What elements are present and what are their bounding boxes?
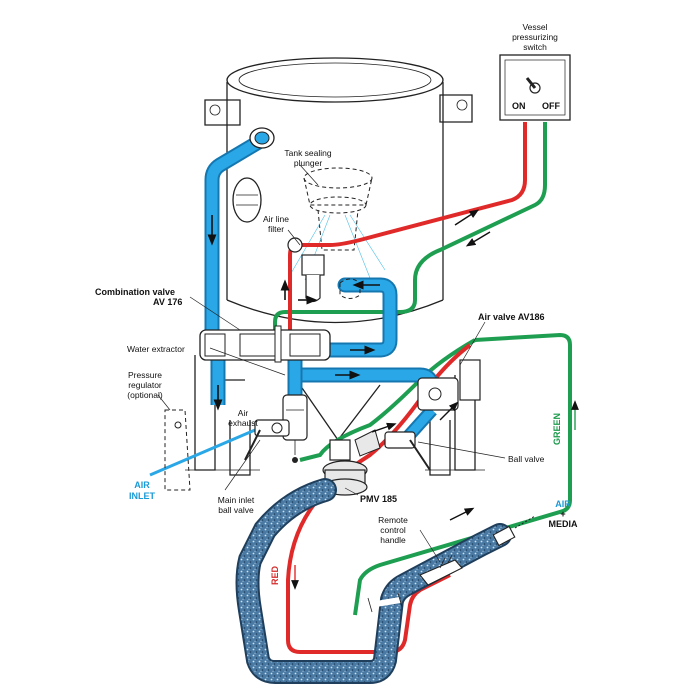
vessel-body (185, 57, 485, 476)
nozzle-icon (492, 515, 536, 547)
air-line-filter (287, 237, 361, 303)
vessel-switch-label-2: pressurizing (512, 32, 558, 42)
plunger-label-1: Tank sealing (284, 148, 332, 158)
main-inlet-ball-valve (244, 419, 290, 461)
main-inlet-label-1: Main inlet (218, 495, 255, 505)
vessel-switch-label-3: switch (523, 42, 547, 52)
air-media-label-1: AIR (555, 499, 571, 509)
switch-off-label: OFF (542, 101, 560, 111)
air-exhaust-label-2: exhaust (228, 418, 258, 428)
top-port (249, 127, 275, 149)
toggle-switch-icon (525, 77, 541, 94)
flow-arrow-icon (207, 209, 579, 590)
air-valve-av186 (417, 359, 481, 411)
air-inlet-label-2: INLET (129, 491, 156, 501)
pmv-label: PMV 185 (360, 494, 397, 504)
air-exhaust-label-1: Air (238, 408, 249, 418)
combination-valve-label-2: AV 176 (153, 297, 182, 307)
pressure-regulator-label-1: Pressure (128, 370, 162, 380)
green-line-label: GREEN (552, 413, 562, 445)
air-valve-label: Air valve AV186 (478, 312, 545, 322)
ball-valve (384, 431, 431, 471)
red-line-label: RED (270, 565, 280, 585)
plunger-label-2: plunger (294, 158, 323, 168)
air-media-label-3: MEDIA (549, 519, 579, 529)
pressure-regulator-label-2: regulator (128, 380, 162, 390)
main-inlet-label-2: ball valve (218, 505, 254, 515)
combination-valve-label-1: Combination valve (95, 287, 175, 297)
air-media-label-2: + (560, 509, 565, 519)
water-extractor-label: Water extractor (127, 344, 185, 354)
remote-handle-label-2: control (380, 525, 406, 535)
combination-valve (199, 325, 331, 363)
switch-on-label: ON (512, 101, 526, 111)
vessel-switch-label-1: Vessel (522, 22, 547, 32)
filter-label-2: filter (268, 224, 284, 234)
pressure-regulator-label-3: (optional) (127, 390, 163, 400)
ball-valve-label: Ball valve (508, 454, 545, 464)
remote-handle-label-3: handle (380, 535, 406, 545)
remote-handle-label-1: Remote (378, 515, 408, 525)
blast-hose (235, 478, 512, 684)
vessel-pressurizing-switch (499, 54, 571, 121)
filter-label-1: Air line (263, 214, 289, 224)
remote-control-handle (419, 554, 463, 586)
air-inlet-label-1: AIR (134, 480, 150, 490)
pressure-regulator (164, 409, 191, 491)
leader-lines (157, 164, 506, 563)
